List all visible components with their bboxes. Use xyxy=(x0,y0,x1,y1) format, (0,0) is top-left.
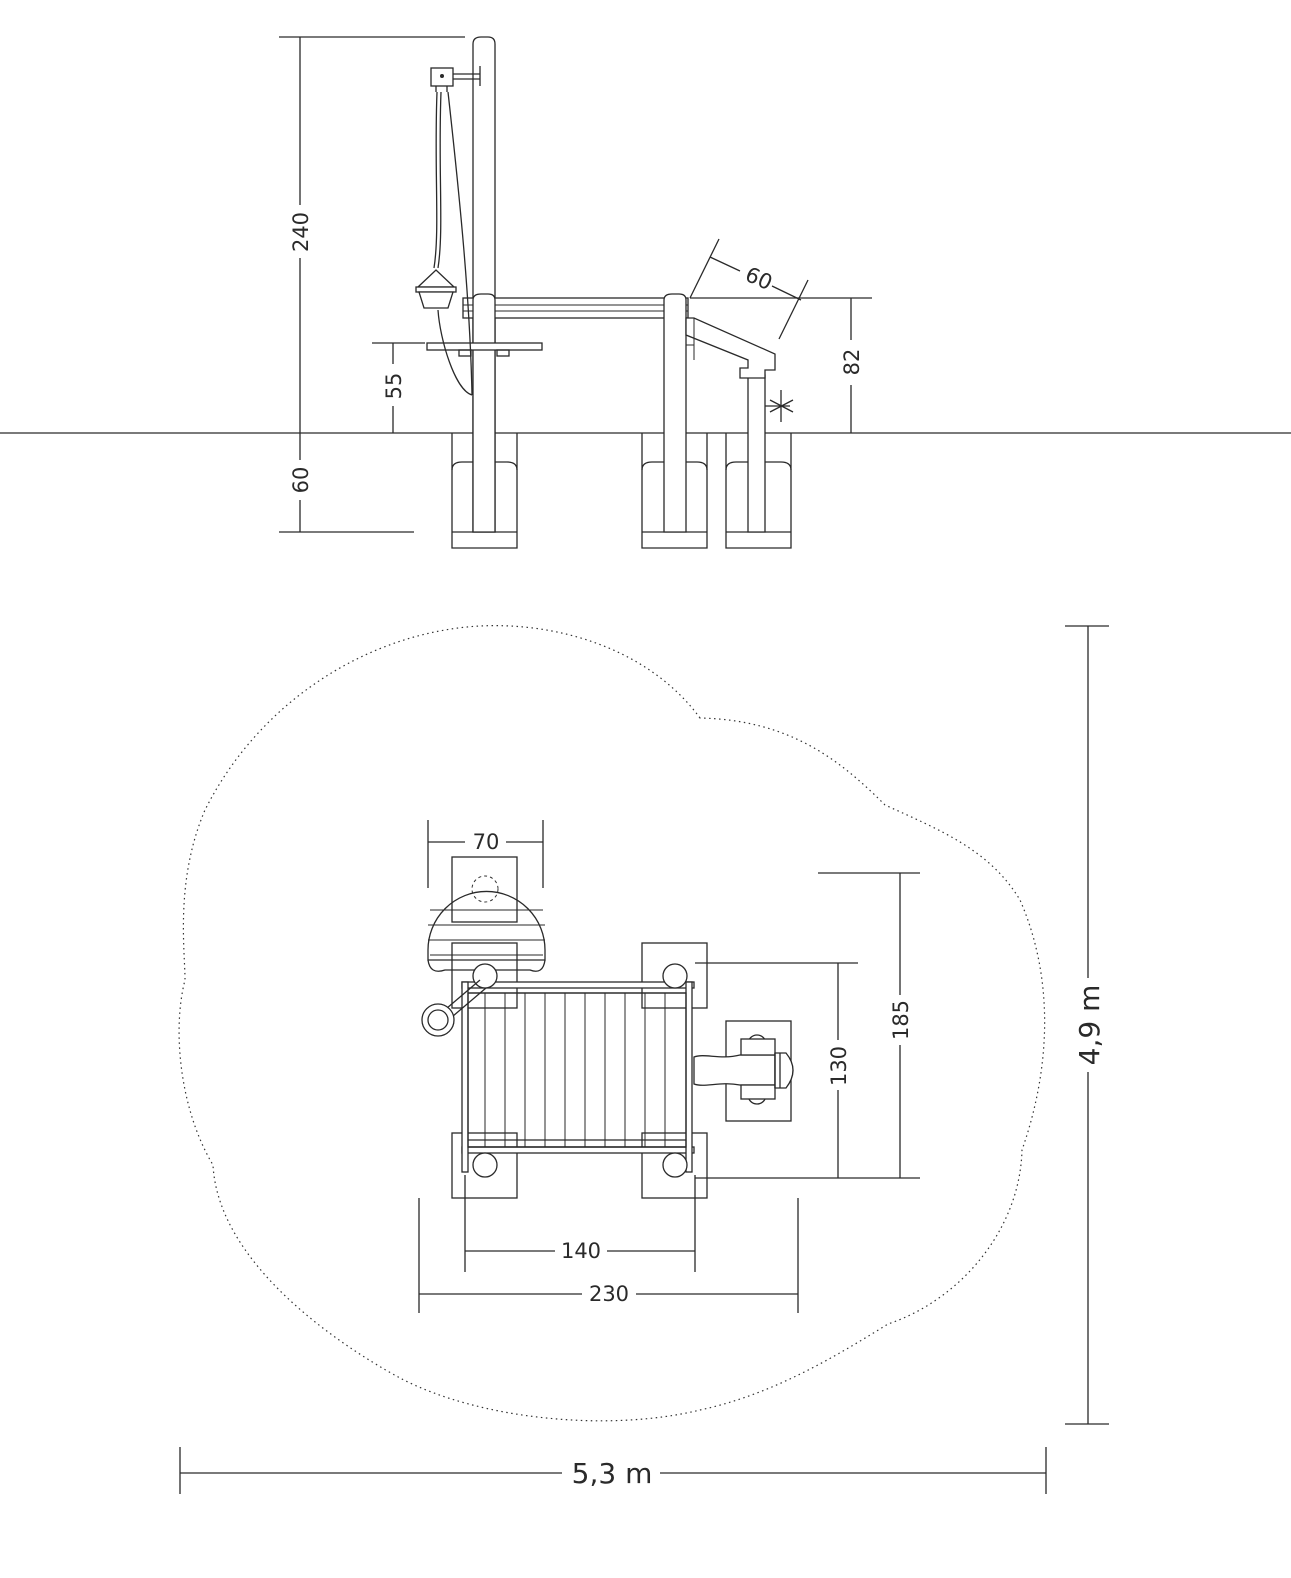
front-post xyxy=(472,293,496,533)
dim-bucket-width: 70 xyxy=(427,820,544,888)
dim-area-width: 5,3 m xyxy=(179,1447,1047,1494)
svg-text:55: 55 xyxy=(382,373,406,400)
slide-post xyxy=(747,367,766,533)
svg-text:82: 82 xyxy=(840,349,864,376)
dim-height-total: 240 xyxy=(279,36,465,433)
svg-text:60: 60 xyxy=(289,467,313,494)
bucket xyxy=(415,269,457,309)
dim-width-outer: 230 xyxy=(418,1198,799,1313)
slide-top-view xyxy=(693,1034,794,1105)
svg-text:185: 185 xyxy=(889,1000,913,1040)
crank-icon xyxy=(765,390,794,422)
svg-text:140: 140 xyxy=(561,1239,601,1263)
slide xyxy=(685,317,776,379)
dim-lower-step: 55 xyxy=(372,342,425,433)
svg-text:240: 240 xyxy=(289,212,313,252)
svg-text:130: 130 xyxy=(827,1046,851,1086)
chain-right xyxy=(447,91,473,396)
dim-width-inner: 140 xyxy=(464,1175,696,1272)
svg-text:5,3 m: 5,3 m xyxy=(572,1457,653,1490)
chain-left xyxy=(433,91,438,269)
lower-step xyxy=(426,342,543,351)
crane-arm xyxy=(430,66,481,92)
foundations xyxy=(451,433,792,549)
dim-depth-outer: 185 xyxy=(695,872,920,1179)
svg-text:70: 70 xyxy=(473,830,500,854)
dim-deck-height: 82 xyxy=(690,297,872,433)
svg-text:60: 60 xyxy=(742,262,776,295)
svg-text:230: 230 xyxy=(589,1282,629,1306)
crane-arm-top-view xyxy=(421,979,487,1037)
plan-view: 70 185 130 140 xyxy=(178,625,1109,1494)
deck xyxy=(462,297,689,319)
dim-area-depth: 4,9 m xyxy=(1065,625,1109,1425)
deck-top-view xyxy=(461,981,695,1173)
svg-text:4,9 m: 4,9 m xyxy=(1073,985,1106,1066)
dim-depth-inner: 130 xyxy=(695,962,858,1178)
posts-top-view xyxy=(472,963,688,1178)
bucket-top-view xyxy=(427,856,546,972)
rear-post xyxy=(663,293,687,533)
dim-foundation-depth: 60 xyxy=(279,433,414,533)
side-view: 240 60 55 82 60 xyxy=(0,36,1291,549)
